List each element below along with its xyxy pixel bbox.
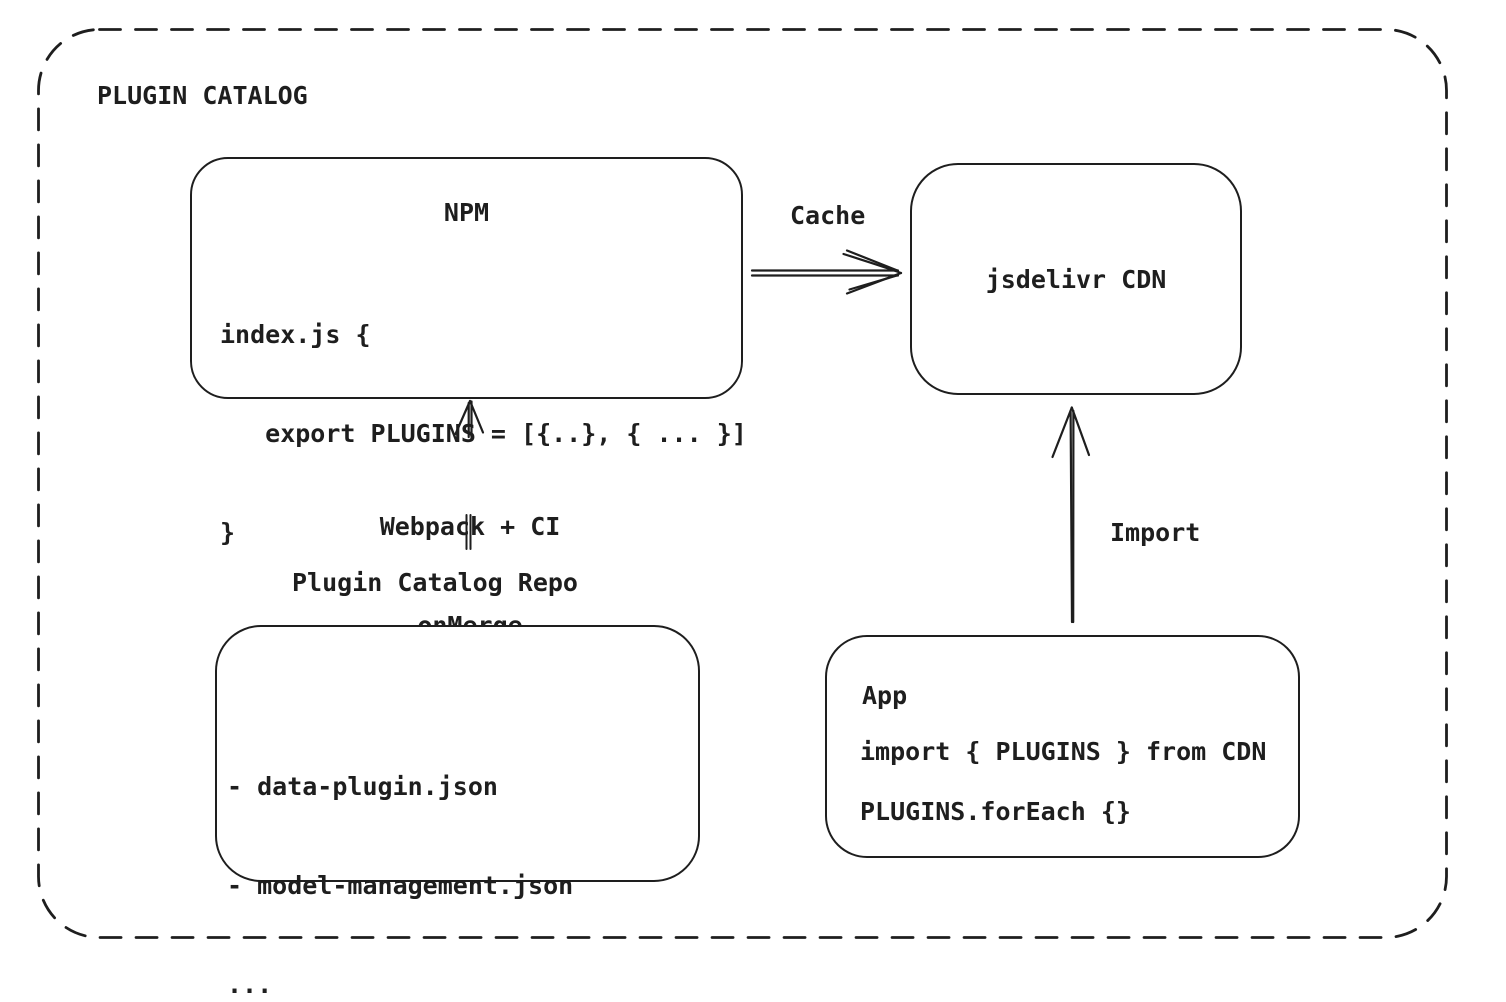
connector-stub xyxy=(465,514,472,550)
repo-file-item: ... xyxy=(227,970,273,999)
diagram-title: PLUGIN CATALOG xyxy=(97,81,308,110)
code-line: } xyxy=(220,518,236,547)
app-code-line-2: PLUGINS.forEach {} xyxy=(860,797,1131,826)
repo-file-item: - model-management.json xyxy=(227,871,574,900)
import-arrow xyxy=(1051,406,1091,624)
build-arrow-label-line1: Webpack + CI xyxy=(379,512,561,541)
repo-file-item: - data-plugin.json xyxy=(227,772,498,801)
jsdelivr-cdn-label: jsdelivr CDN xyxy=(985,264,1167,294)
npm-box: NPM index.js { export PLUGINS = [{..}, {… xyxy=(190,157,747,547)
repo-title: Plugin Catalog Repo xyxy=(292,568,578,597)
dashed-boundary xyxy=(37,28,1448,939)
npm-code-block: index.js { export PLUGINS = [{..}, { ...… xyxy=(220,252,747,615)
code-line: export PLUGINS = [{..}, { ... }] xyxy=(220,419,747,448)
npm-box-title: NPM xyxy=(443,198,490,227)
jsdelivr-cdn-box: jsdelivr CDN xyxy=(910,163,1242,395)
repo-file-list: - data-plugin.json - model-management.js… xyxy=(227,704,573,1002)
cache-arrow-label: Cache xyxy=(790,201,866,230)
app-code-line-1: import { PLUGINS } from CDN xyxy=(860,737,1267,766)
build-arrow xyxy=(454,399,485,439)
cache-arrow xyxy=(750,249,903,295)
app-box: App import { PLUGINS } from CDN PLUGINS.… xyxy=(825,635,1300,858)
repo-box: - data-plugin.json - model-management.js… xyxy=(215,625,700,999)
code-line: index.js { xyxy=(220,320,371,349)
import-arrow-label: Import xyxy=(1110,518,1201,547)
app-box-title: App xyxy=(862,681,908,710)
